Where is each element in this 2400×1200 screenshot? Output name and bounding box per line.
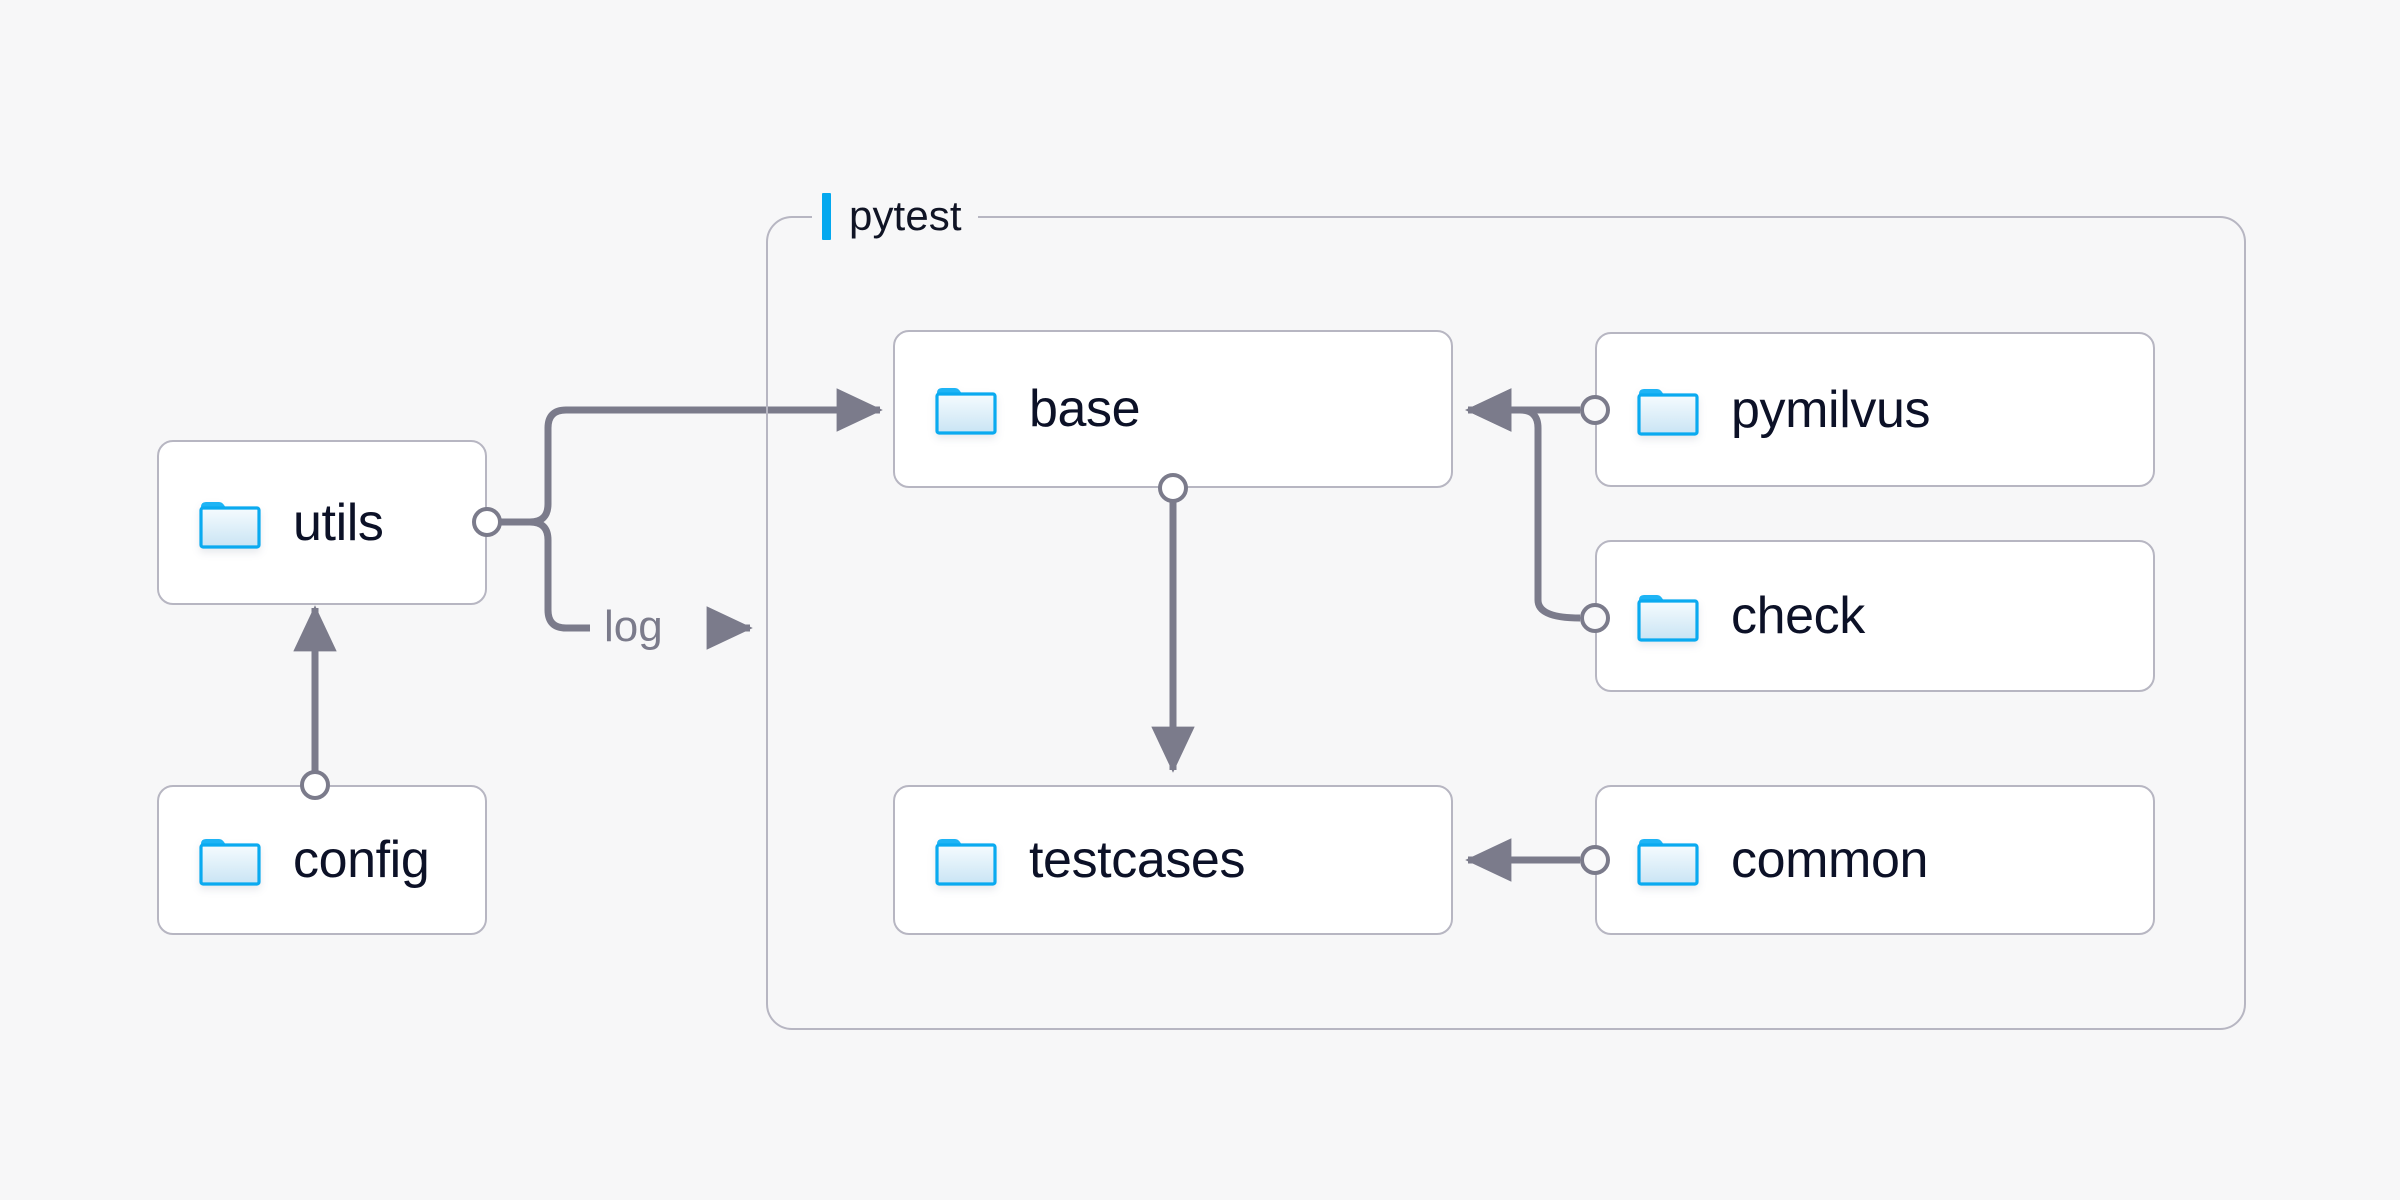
node-testcases-label: testcases (1029, 831, 1246, 889)
node-base[interactable]: base (893, 330, 1453, 488)
edge-utils-to-log (487, 518, 590, 632)
edge-label-log: log (604, 602, 663, 651)
node-check[interactable]: check (1595, 540, 2155, 692)
port-utils-right[interactable] (472, 507, 502, 537)
node-base-label: base (1029, 380, 1141, 438)
group-pytest[interactable] (766, 216, 2246, 1030)
folder-icon (1637, 834, 1699, 886)
folder-icon (199, 497, 261, 549)
port-pymilvus-left[interactable] (1580, 395, 1610, 425)
node-pymilvus-label: pymilvus (1731, 380, 1931, 439)
node-check-label: check (1731, 587, 1865, 645)
group-accent-bar (822, 192, 831, 240)
node-config-label: config (293, 831, 430, 889)
folder-icon (199, 834, 261, 886)
group-pytest-label: pytest (812, 188, 978, 244)
node-common[interactable]: common (1595, 785, 2155, 935)
node-utils-label: utils (293, 493, 384, 552)
port-config-top[interactable] (300, 770, 330, 800)
port-base-bottom[interactable] (1158, 473, 1188, 503)
folder-icon (1637, 590, 1699, 642)
node-config[interactable]: config (157, 785, 487, 935)
node-common-label: common (1731, 831, 1928, 889)
folder-icon (935, 834, 997, 886)
folder-icon (935, 383, 997, 435)
node-utils[interactable]: utils (157, 440, 487, 605)
port-check-left[interactable] (1580, 603, 1610, 633)
node-testcases[interactable]: testcases (893, 785, 1453, 935)
port-common-left[interactable] (1580, 845, 1610, 875)
node-pymilvus[interactable]: pymilvus (1595, 332, 2155, 487)
group-title: pytest (849, 192, 962, 239)
folder-icon (1637, 384, 1699, 436)
